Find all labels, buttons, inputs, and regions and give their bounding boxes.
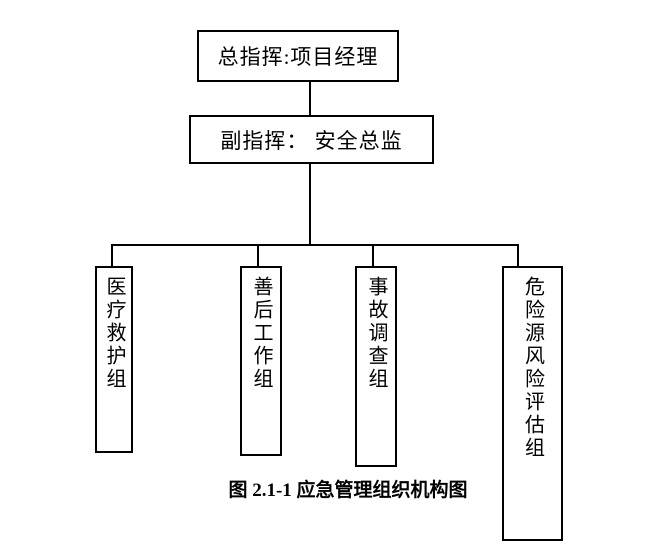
- group-label-medical-rescue: 医疗救护组: [103, 276, 125, 391]
- commander-node: 总指挥:项目经理: [197, 30, 399, 82]
- group-label-accident-investigation: 事故调查组: [365, 276, 387, 391]
- group-node-medical-rescue: 医疗救护组: [95, 266, 133, 453]
- group-node-hazard-risk-assessment: 危险源风险评估组: [502, 266, 563, 541]
- group-node-accident-investigation: 事故调查组: [355, 266, 397, 467]
- group-node-aftermath-work: 善后工作组: [240, 266, 282, 456]
- deputy-commander-node: 副指挥： 安全总监: [189, 115, 434, 164]
- deputy-commander-label: 副指挥： 安全总监: [220, 128, 403, 153]
- connector-drop-medical: [111, 245, 113, 267]
- commander-label: 总指挥:项目经理: [217, 45, 379, 69]
- connector-deputy-to-bus: [309, 163, 311, 245]
- connector-drop-hazard: [517, 245, 519, 267]
- connector-commander-to-deputy: [309, 81, 311, 116]
- connector-horizontal-bus: [111, 244, 519, 246]
- group-label-hazard-risk-assessment: 危险源风险评估组: [521, 276, 544, 460]
- figure-caption: 图 2.1-1 应急管理组织机构图: [228, 480, 468, 501]
- group-label-aftermath-work: 善后工作组: [250, 276, 272, 391]
- connector-drop-investigation: [372, 245, 374, 267]
- connector-drop-aftermath: [257, 245, 259, 267]
